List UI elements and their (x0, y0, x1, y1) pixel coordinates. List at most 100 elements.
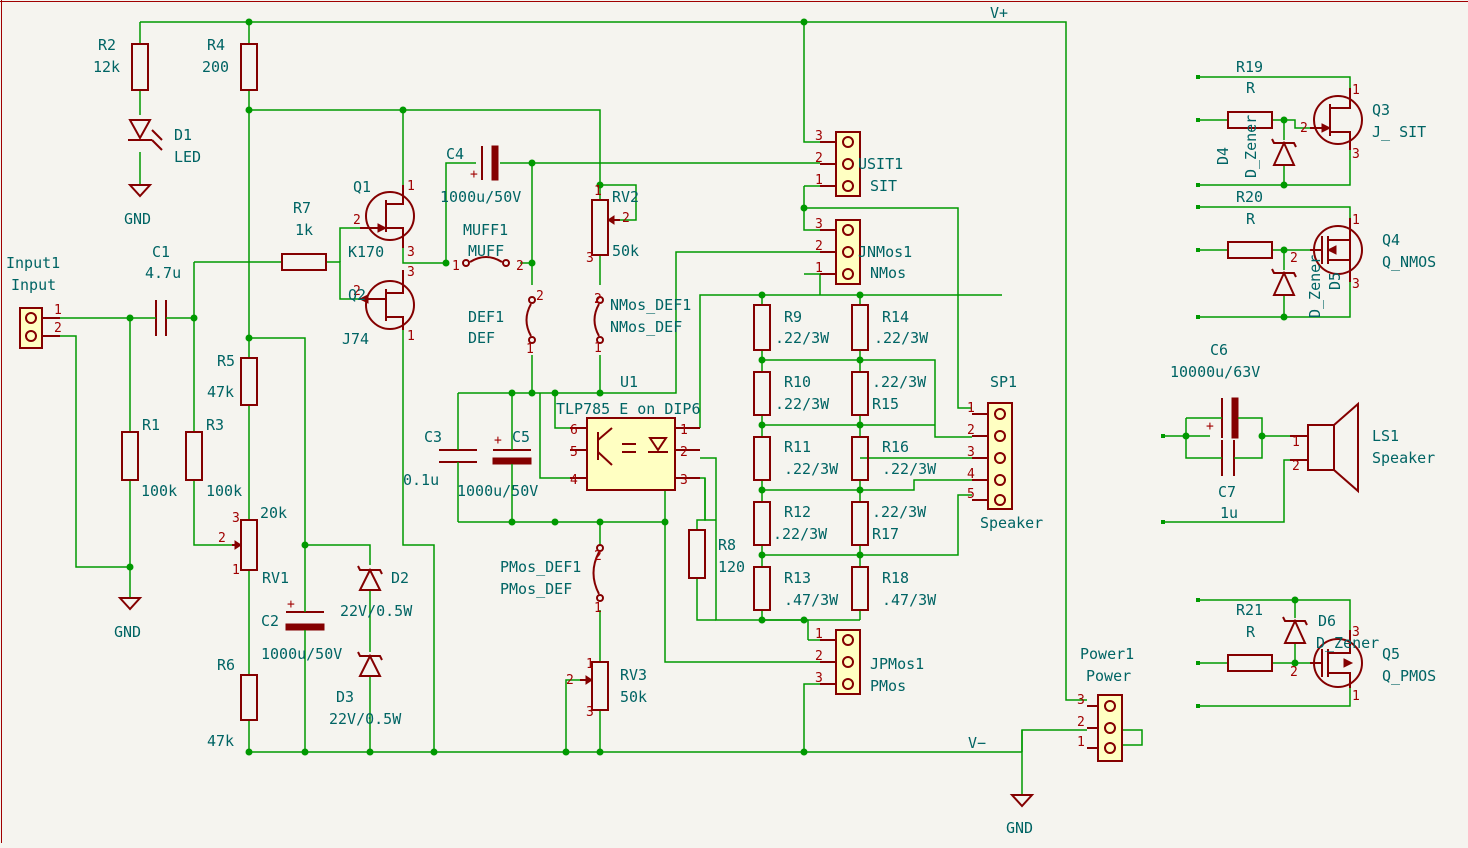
gnd-label-3: GND (1006, 819, 1033, 837)
q2-jfet-symbol (358, 270, 415, 330)
q5-value: Q_PMOS (1382, 667, 1436, 685)
rv1-pot-symbol (232, 519, 258, 571)
d6-zener-symbol (1282, 616, 1308, 644)
svg-text:2: 2 (54, 321, 62, 336)
svg-text:2: 2 (353, 284, 361, 299)
muff1-jumper-symbol (462, 256, 510, 267)
rv3-value: 50k (620, 688, 647, 706)
wires (60, 21, 1351, 795)
svg-text:+: + (470, 167, 478, 182)
r21-ref: R21 (1236, 601, 1263, 619)
r12-ref: R12 (784, 503, 811, 521)
r15-value: .22/3W (872, 373, 927, 391)
def1-ref: DEF1 (468, 308, 504, 326)
svg-text:1: 1 (680, 423, 688, 438)
svg-text:1: 1 (815, 173, 823, 188)
svg-text:2: 2 (516, 259, 524, 274)
sp1-connector-body (972, 402, 1013, 510)
svg-text:1: 1 (452, 259, 460, 274)
rv2-pot-symbol (591, 199, 620, 256)
d3-ref: D3 (336, 688, 354, 706)
r18-ref: R18 (882, 569, 909, 587)
d4-value: D_Zener (1242, 115, 1260, 178)
input1-value: Input (11, 276, 56, 294)
rv2-ref: RV2 (612, 188, 639, 206)
q1-jfet-symbol (360, 185, 415, 248)
r3-body (185, 431, 203, 481)
junctions (126, 18, 1299, 756)
c6-ref: C6 (1210, 341, 1228, 359)
r17-ref: R17 (872, 525, 899, 543)
ls1-speaker-symbol (1290, 401, 1359, 494)
c2-ref: C2 (261, 612, 279, 630)
c1-value: 4.7u (145, 264, 181, 282)
svg-text:1: 1 (407, 329, 415, 344)
r11-ref: R11 (784, 438, 811, 456)
r11-value: .22/3W (784, 460, 839, 478)
d6-value: D_Zener (1316, 634, 1379, 652)
usit1-value: SIT (870, 177, 897, 195)
svg-text:3: 3 (1352, 625, 1360, 640)
c3-cap-symbol (439, 443, 477, 470)
r2-ref: R2 (98, 36, 116, 54)
r7-value: 1k (295, 221, 313, 239)
r4-ref: R4 (207, 36, 225, 54)
component-bodies (19, 43, 1363, 808)
svg-text:1: 1 (1352, 213, 1360, 228)
input1-connector-body (19, 307, 60, 349)
jpmos1-connector-body (807, 620, 861, 695)
svg-text:5: 5 (570, 445, 578, 460)
svg-text:3: 3 (967, 445, 975, 460)
c2-value: 1000u/50V (261, 645, 342, 663)
svg-text:3: 3 (586, 705, 594, 720)
q1-ref: Q1 (353, 178, 371, 196)
labels: V+ V− GND GND GND R2 12k R4 200 D1 LED I… (6, 4, 1436, 837)
u1-value: TLP785 E on DIP6 (556, 400, 701, 418)
svg-text:3: 3 (407, 265, 415, 280)
svg-text:4: 4 (570, 473, 578, 488)
svg-text:2: 2 (566, 673, 574, 688)
svg-text:1: 1 (232, 563, 240, 578)
svg-text:6: 6 (570, 423, 578, 438)
r2-body (131, 43, 149, 91)
pmos-def1-ref: PMos_DEF1 (500, 558, 581, 576)
r8-value: 120 (718, 558, 745, 576)
r19-ref: R19 (1236, 58, 1263, 76)
rv3-ref: RV3 (620, 666, 647, 684)
svg-text:1: 1 (407, 179, 415, 194)
pin-numbers: 1 2 1 2 3 3 2 1 1 2 2 1 1 2 3 2 1 3 2 1 … (54, 83, 1360, 750)
svg-text:1: 1 (967, 401, 975, 416)
nmos-def1-jumper-symbol (593, 296, 604, 344)
r3-ref: R3 (206, 416, 224, 434)
svg-text:2: 2 (1290, 251, 1298, 266)
q1-value: K170 (348, 243, 384, 261)
def1-value: DEF (468, 329, 495, 347)
r17-value: .22/3W (872, 503, 927, 521)
d5-ref: D5 (1326, 272, 1344, 290)
svg-text:3: 3 (1352, 277, 1360, 292)
r8-ref: R8 (718, 536, 736, 554)
r5-body (240, 357, 258, 406)
svg-text:1: 1 (594, 341, 602, 356)
ls1-ref: LS1 (1372, 427, 1399, 445)
svg-text:1: 1 (526, 342, 534, 357)
r15-ref: R15 (872, 395, 899, 413)
rv3-pot-symbol (580, 661, 609, 711)
svg-text:3: 3 (407, 245, 415, 260)
r5-ref: R5 (217, 352, 235, 370)
svg-text:1: 1 (1292, 435, 1300, 450)
q4-ref: Q4 (1382, 231, 1400, 249)
c6-cap-symbol (1210, 397, 1246, 439)
jnmos1-ref: JNMos1 (858, 243, 912, 261)
u1-ref: U1 (620, 373, 638, 391)
svg-text:2: 2 (594, 292, 602, 307)
d1-ref: D1 (174, 126, 192, 144)
c2-cap-symbol (285, 600, 325, 636)
svg-text:2: 2 (815, 151, 823, 166)
jnmos1-connector-body (820, 219, 861, 285)
r20-ref: R20 (1236, 188, 1263, 206)
d6-ref: D6 (1318, 612, 1336, 630)
r10-value: .22/3W (775, 395, 830, 413)
